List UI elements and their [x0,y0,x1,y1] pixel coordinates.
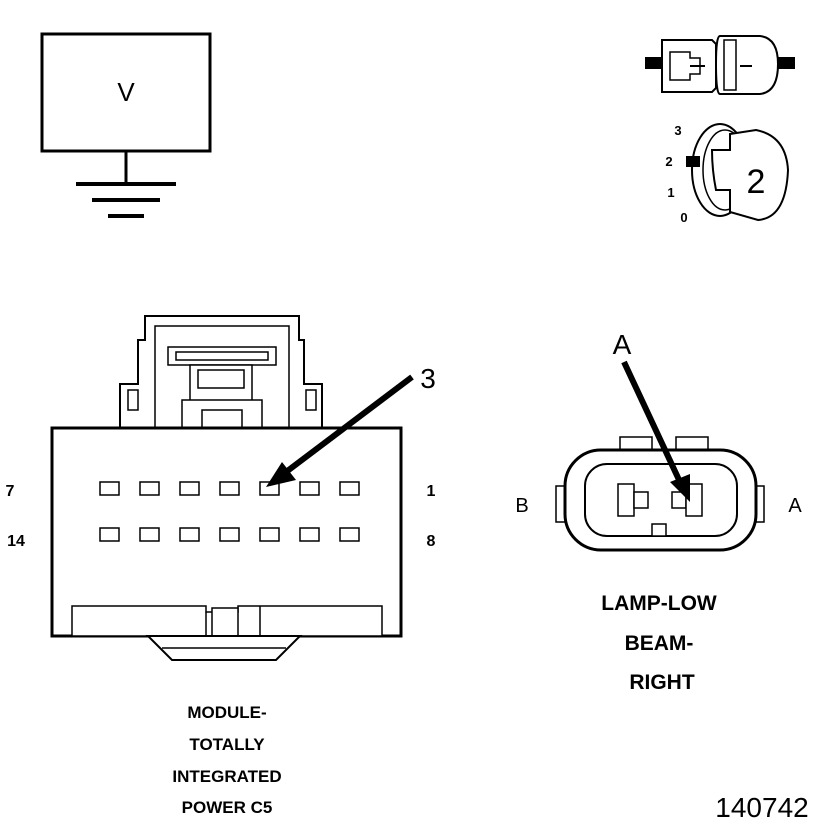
lamp-pin-label-b: B [515,495,528,517]
ground-icon [76,182,176,218]
lamp-callout-arrow [621,360,690,502]
pin-cavity [139,527,160,542]
ignition-key-label: 2 [747,163,766,201]
lamp-terminal-b [617,483,635,517]
figure-id: 140742 [715,792,808,823]
pin-cavity [259,527,280,542]
pin-cavity [139,481,160,496]
ignition-position-1: 1 [667,185,674,200]
pin-cavity [99,527,120,542]
lamp-caption-line-3: RIGHT [629,671,695,694]
pin-cavity [99,481,120,496]
disconnect-connector-icon [645,35,795,95]
lamp-pin-label-a: A [788,495,802,517]
module-callout-arrow [266,374,414,487]
module-caption-line-1: MODULE- [187,703,266,722]
module-pin-label-1: 1 [427,483,436,500]
ignition-position-3: 3 [674,123,681,138]
voltmeter-label: V [117,77,135,107]
pin-cavity [299,481,320,496]
lamp-caption-line-1: LAMP-LOW [601,592,717,615]
ignition-switch-icon: 3 2 1 0 2 [665,123,790,225]
ignition-position-2: 2 [665,154,672,169]
module-callout-label: 3 [420,363,436,394]
lamp-connector: A B A LAMP-LOW BEAM- RIGHT [515,329,802,694]
pin-cavity [179,527,200,542]
lamp-callout-label: A [613,329,632,360]
ignition-pointer [686,156,700,167]
pin-cavity [219,481,240,496]
module-pin-row-bottom [99,527,360,542]
pin-cavity [339,481,360,496]
module-pin-label-14: 14 [7,533,25,550]
pin-cavity [299,527,320,542]
pin-cavity [179,481,200,496]
module-connector: 7 1 14 8 3 MODULE- TOTALLY INTEGRATED PO… [6,315,436,817]
pin-cavity [339,527,360,542]
module-pin-label-8: 8 [427,533,436,550]
lamp-caption-line-2: BEAM- [625,632,694,655]
module-caption-line-4: POWER C5 [182,798,273,817]
pin-cavity [219,527,240,542]
module-pin-row-top [99,481,360,496]
ignition-position-0: 0 [680,210,687,225]
module-caption-line-2: TOTALLY [189,735,265,754]
module-caption-line-3: INTEGRATED [172,767,281,786]
voltmeter-symbol: V [40,32,212,218]
module-pin-label-7: 7 [6,483,15,500]
